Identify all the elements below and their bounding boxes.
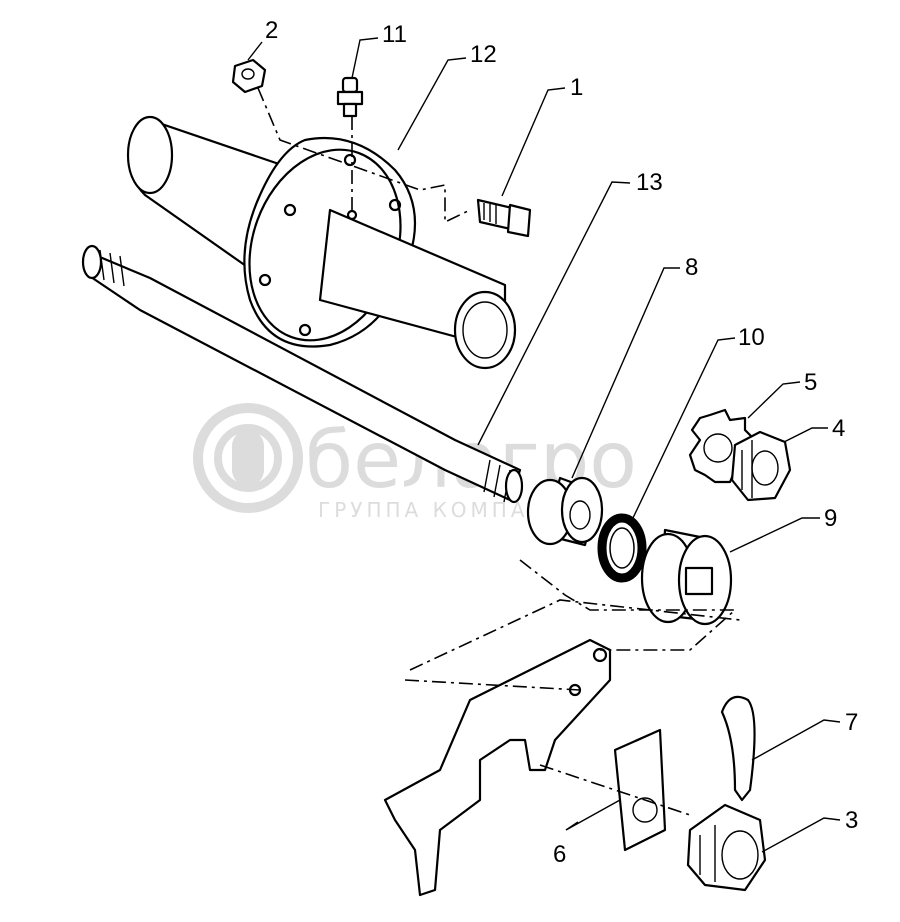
part-bracket [383, 638, 612, 897]
callout-5: 5 [804, 369, 817, 396]
part-nut [231, 58, 267, 94]
callout-3: 3 [845, 807, 858, 834]
part-seal-ring [597, 513, 647, 583]
watermark-logo-icon [193, 403, 303, 513]
part-cotter-pin [720, 695, 756, 802]
center-lines [257, 87, 741, 816]
callout-6: 6 [553, 841, 566, 868]
part-bolt [476, 198, 532, 238]
leader-lines [247, 37, 841, 853]
part-castle-nut [730, 430, 792, 502]
part-hub-flange [126, 115, 517, 370]
callout-2: 2 [265, 17, 278, 44]
callout-labels: 2 11 12 1 13 8 10 5 4 9 7 6 3 [265, 17, 858, 868]
part-grease-fitting [336, 76, 364, 118]
callout-7: 7 [845, 709, 858, 736]
part-bearing-outer [640, 528, 733, 626]
callout-1: 1 [570, 74, 583, 101]
callout-13: 13 [636, 169, 663, 196]
part-tab-plate [613, 728, 667, 852]
callout-9: 9 [824, 505, 837, 532]
callout-12: 12 [470, 41, 497, 68]
callout-10: 10 [738, 324, 765, 351]
callout-4: 4 [832, 415, 845, 442]
part-bearing [526, 476, 604, 547]
part-castle-nut-bottom [686, 803, 767, 892]
part-axle-shaft [81, 244, 524, 504]
callout-8: 8 [685, 254, 698, 281]
callout-11: 11 [382, 21, 407, 48]
